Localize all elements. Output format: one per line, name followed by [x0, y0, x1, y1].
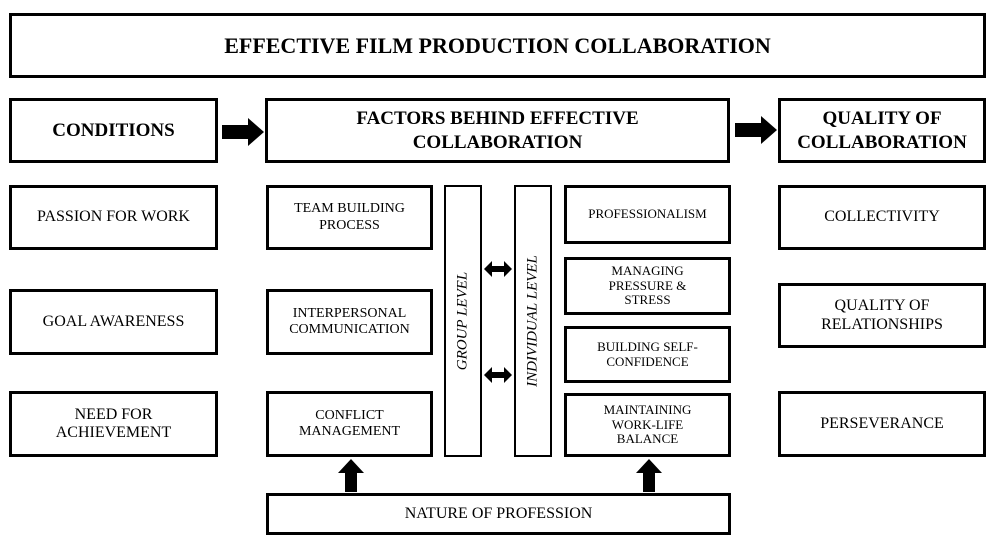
individual-level-label: INDIVIDUAL LEVEL: [524, 255, 541, 387]
conditions-header-text: CONDITIONS: [52, 119, 175, 141]
up-arrow-icon: [338, 459, 364, 492]
group-level-label: GROUP LEVEL: [454, 271, 471, 371]
factor-team-building-process: TEAM BUILDING PROCESS: [266, 185, 433, 250]
condition-label: PASSION FOR WORK: [37, 208, 190, 226]
condition-label: GOAL AWARENESS: [42, 312, 185, 330]
factors-header: FACTORS BEHIND EFFECTIVE COLLABORATION: [265, 98, 730, 163]
factor-label: INTERPERSONAL COMMUNICATION: [289, 305, 410, 337]
quality-label: QUALITY OF RELATIONSHIPS: [821, 297, 943, 333]
factor-managing-pressure-stress: MANAGING PRESSURE & STRESS: [564, 257, 731, 315]
quality-header-line1: QUALITY OF: [822, 107, 942, 129]
factor-interpersonal-communication: INTERPERSONAL COMMUNICATION: [266, 289, 433, 355]
diagram-title-text: EFFECTIVE FILM PRODUCTION COLLABORATION: [224, 32, 771, 58]
right-arrow-icon: [222, 118, 264, 146]
up-arrow-icon: [636, 459, 662, 492]
factor-building-self-confidence: BUILDING SELF-CONFIDENCE: [564, 326, 731, 383]
conditions-header: CONDITIONS: [9, 98, 218, 163]
double-headed-arrow-icon: [484, 261, 512, 277]
factor-label: CONFLICT MANAGEMENT: [298, 407, 401, 439]
nature-of-profession-label: NATURE OF PROFESSION: [404, 504, 593, 522]
factor-label: MANAGING PRESSURE & STRESS: [608, 262, 687, 308]
factors-header-line1: FACTORS BEHIND EFFECTIVE: [356, 107, 639, 129]
quality-perseverance: PERSEVERANCE: [778, 391, 986, 457]
group-level-bar: GROUP LEVEL: [444, 185, 482, 457]
quality-of-relationships: QUALITY OF RELATIONSHIPS: [778, 283, 986, 348]
diagram-title: EFFECTIVE FILM PRODUCTION COLLABORATION: [9, 13, 986, 78]
individual-level-bar: INDIVIDUAL LEVEL: [514, 185, 552, 457]
right-arrow-icon: [735, 116, 777, 144]
condition-label: NEED FOR ACHIEVEMENT: [55, 405, 172, 441]
double-headed-arrow-icon: [484, 367, 512, 383]
factor-label: BUILDING SELF-CONFIDENCE: [597, 338, 698, 369]
quality-header-line2: COLLABORATION: [797, 131, 967, 153]
quality-label: PERSEVERANCE: [820, 414, 944, 432]
quality-label: COLLECTIVITY: [824, 208, 940, 226]
condition-goal-awareness: GOAL AWARENESS: [9, 289, 218, 355]
quality-header: QUALITY OF COLLABORATION: [778, 98, 986, 163]
nature-of-profession-box: NATURE OF PROFESSION: [266, 493, 731, 535]
factor-maintaining-work-life-balance: MAINTAINING WORK-LIFE BALANCE: [564, 393, 731, 457]
condition-need-for-achievement: NEED FOR ACHIEVEMENT: [9, 391, 218, 457]
factor-label: TEAM BUILDING PROCESS: [294, 201, 405, 233]
quality-collectivity: COLLECTIVITY: [778, 185, 986, 250]
factor-label: MAINTAINING WORK-LIFE BALANCE: [603, 401, 692, 447]
factors-header-line2: COLLABORATION: [412, 131, 583, 153]
factor-label: PROFESSIONALISM: [588, 206, 707, 222]
factor-conflict-management: CONFLICT MANAGEMENT: [266, 391, 433, 457]
factor-professionalism: PROFESSIONALISM: [564, 185, 731, 244]
condition-passion-for-work: PASSION FOR WORK: [9, 185, 218, 250]
